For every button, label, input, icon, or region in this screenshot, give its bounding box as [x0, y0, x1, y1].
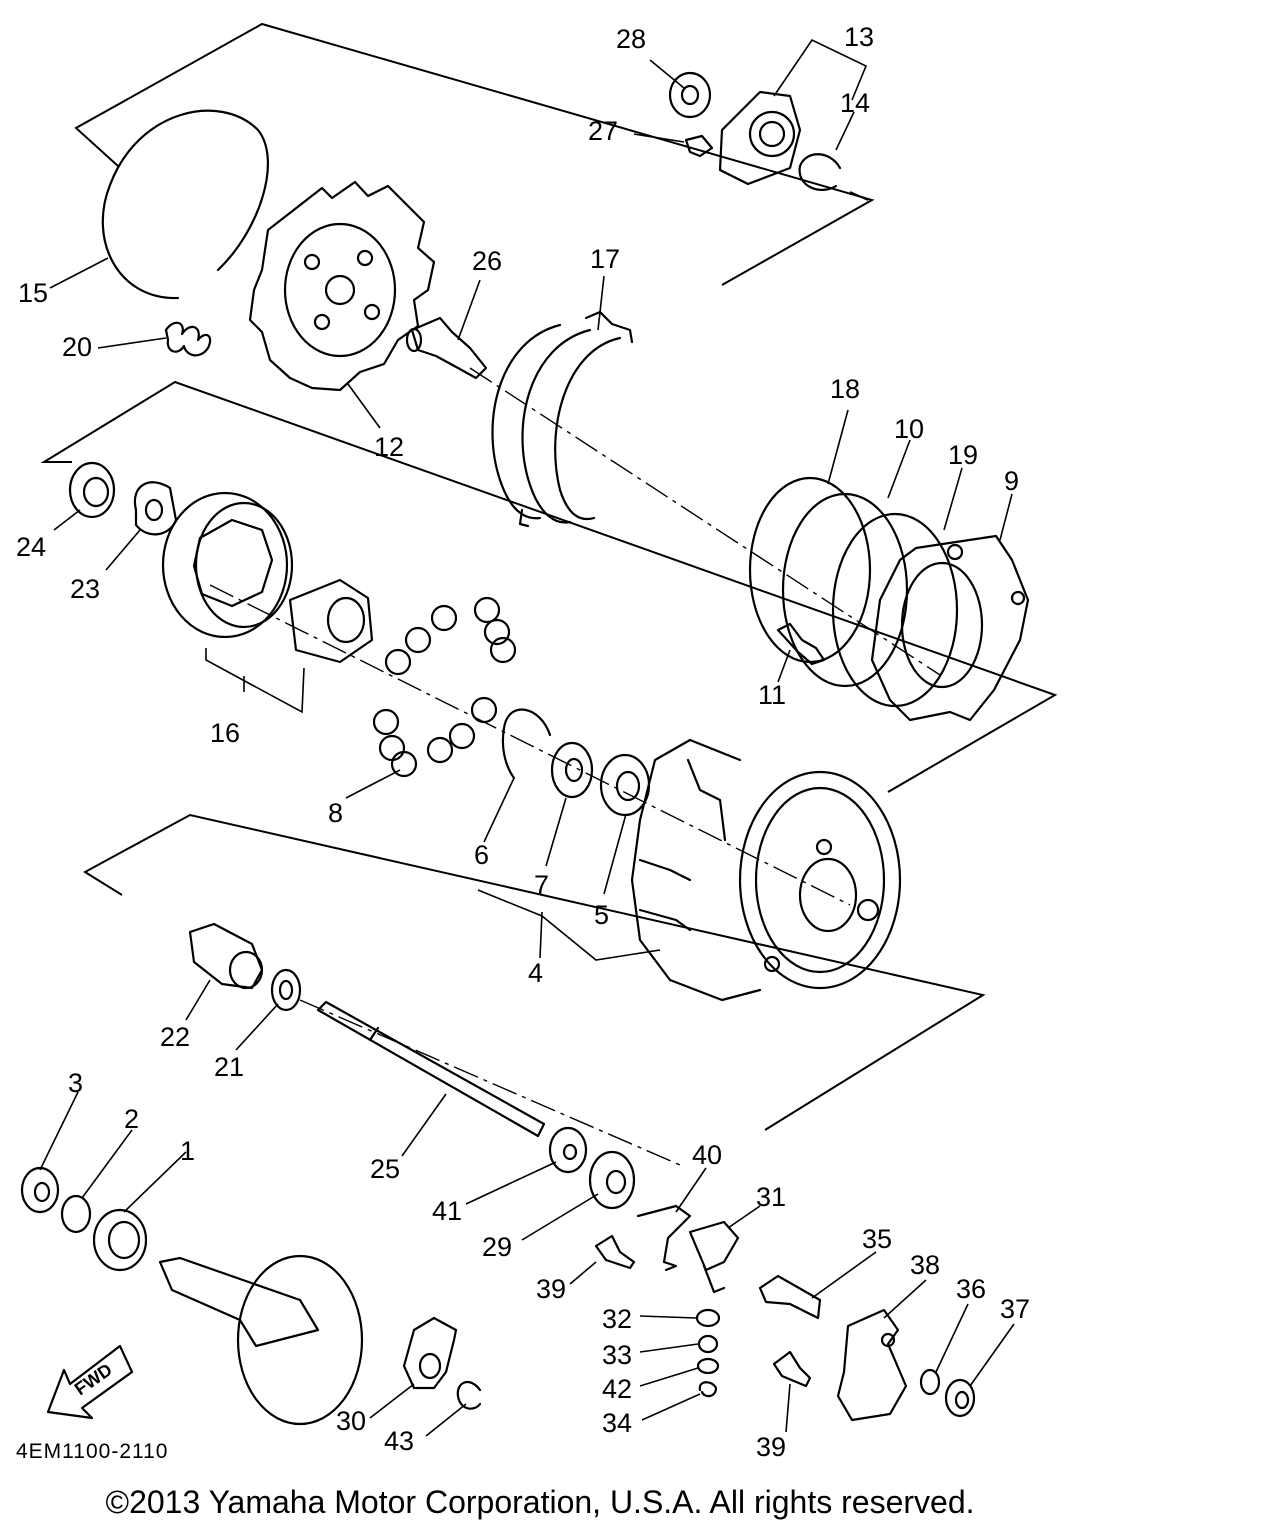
- nut-24: [68, 461, 116, 519]
- washer-41: [548, 1126, 588, 1174]
- callout-8: 8: [328, 798, 343, 828]
- screw-27: [684, 134, 714, 158]
- bracket-38: [836, 1308, 908, 1422]
- callout-16: 16: [210, 718, 240, 748]
- callout-11: 11: [758, 680, 786, 710]
- callout-31: 31: [756, 1182, 786, 1212]
- nut-3: [20, 1166, 60, 1214]
- callout-21: 21: [214, 1052, 244, 1082]
- oil-seal-28: [668, 71, 712, 119]
- screw-39-a: [594, 1234, 636, 1270]
- callout-39-b: 39: [756, 1432, 786, 1462]
- callout-17: 17: [590, 244, 620, 274]
- callout-33: 33: [602, 1340, 632, 1370]
- callout-38: 38: [910, 1250, 940, 1280]
- callout-39-a: 39: [536, 1274, 566, 1304]
- callout-29: 29: [482, 1232, 512, 1262]
- callout-7: 7: [534, 870, 549, 900]
- clutch-spring-20: [164, 321, 212, 357]
- callout-14: 14: [840, 88, 870, 118]
- callout-25: 25: [370, 1154, 400, 1184]
- one-way-clutch-16: [161, 491, 374, 664]
- center-axes: [209, 367, 941, 1166]
- washer-7: [550, 741, 594, 799]
- rollers-8: [372, 596, 517, 778]
- callout-18: 18: [830, 374, 860, 404]
- callout-40: 40: [692, 1140, 722, 1170]
- callout-34: 34: [602, 1408, 632, 1438]
- callout-9: 9: [1004, 466, 1019, 496]
- gear-1: [92, 1208, 148, 1272]
- cam-22: [188, 922, 264, 990]
- callout-13: 13: [844, 22, 874, 52]
- bearing-29: [588, 1150, 636, 1210]
- bracket-31: [688, 1220, 740, 1294]
- nut-37: [944, 1378, 976, 1418]
- circlip-43: [456, 1380, 482, 1410]
- callout-6: 6: [474, 840, 489, 870]
- callout-36: 36: [956, 1274, 986, 1304]
- callout-32: 32: [602, 1304, 632, 1334]
- screw-39-b: [772, 1350, 812, 1388]
- callout-15: 15: [18, 278, 48, 308]
- callout-26: 26: [472, 246, 502, 276]
- push-rod-26: [405, 316, 488, 380]
- washer-36: [919, 1368, 941, 1396]
- callout-22: 22: [160, 1022, 190, 1052]
- cam-plate-30: [402, 1316, 458, 1390]
- small-parts-32-34: [695, 1308, 721, 1398]
- callout-24: 24: [16, 532, 46, 562]
- pressure-plate-12: [248, 180, 436, 392]
- drawing-code: 4EM1100-2110: [16, 1440, 169, 1463]
- callout-35: 35: [862, 1224, 892, 1254]
- callout-12: 12: [374, 432, 404, 462]
- clutch-pack-18-9: [748, 476, 1030, 722]
- callout-27: 27: [588, 116, 618, 146]
- circlip-6: [501, 708, 552, 780]
- leader-lines: [39, 38, 1015, 1437]
- callout-19: 19: [948, 440, 978, 470]
- fwd-arrow-icon: FWD: [46, 1344, 134, 1420]
- bolt-35: [758, 1274, 822, 1320]
- callout-30: 30: [336, 1406, 366, 1436]
- washer-21: [270, 968, 302, 1012]
- bearing-5: [599, 753, 651, 817]
- callout-43: 43: [384, 1426, 414, 1456]
- plates-17: [491, 310, 634, 528]
- shaft-25: [316, 1000, 546, 1138]
- callout-5: 5: [594, 900, 609, 930]
- callout-37: 37: [1000, 1294, 1030, 1324]
- lock-washer-23: [133, 481, 178, 536]
- lever-40: [636, 1204, 692, 1272]
- callout-10: 10: [894, 414, 924, 444]
- group-frames: [40, 22, 1058, 1131]
- callout-28: 28: [616, 24, 646, 54]
- callout-20: 20: [62, 332, 92, 362]
- callout-labels: 1 2 3 4 5 6 7 8 9 10 11 12 13 14 15 16 1…: [16, 22, 1030, 1462]
- callout-3: 3: [68, 1068, 83, 1098]
- callout-2: 2: [124, 1104, 139, 1134]
- bearing-housing-13: [718, 90, 802, 186]
- clutch-housing-4: [630, 738, 902, 1002]
- copyright-notice: ©2013 Yamaha Motor Corporation, U.S.A. A…: [105, 1484, 975, 1520]
- wire-circlip-15: [101, 109, 270, 300]
- spring-11: [776, 622, 826, 666]
- circlip-14: [798, 153, 842, 191]
- callout-23: 23: [70, 574, 100, 604]
- callout-4: 4: [528, 958, 543, 988]
- callout-41: 41: [432, 1196, 462, 1226]
- callout-42: 42: [602, 1374, 632, 1404]
- crankshaft-flywheel: [158, 1254, 364, 1426]
- callout-1: 1: [180, 1136, 195, 1166]
- washer-2: [60, 1194, 92, 1234]
